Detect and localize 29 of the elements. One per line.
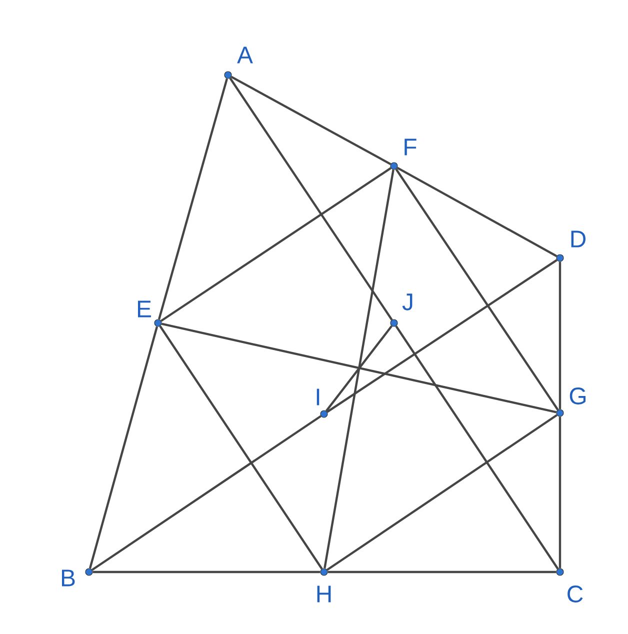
point-label: F	[404, 138, 416, 156]
line-segment	[88, 326, 158, 569]
point-label: D	[571, 230, 586, 248]
line-segment	[326, 259, 558, 413]
line-segment	[328, 570, 556, 574]
point-label: A	[237, 46, 253, 64]
line-segment	[395, 168, 559, 410]
point-label: E	[138, 300, 151, 318]
line-segment	[558, 416, 562, 568]
point-label: I	[316, 388, 320, 406]
point-label: H	[317, 586, 331, 602]
line-segment	[324, 170, 394, 568]
line-segment	[158, 78, 228, 320]
line-segment	[229, 78, 393, 320]
line-segment	[161, 322, 557, 414]
point-label: G	[570, 388, 586, 404]
line-segment	[558, 262, 562, 410]
line-segment	[396, 166, 558, 258]
line-segment	[230, 76, 392, 166]
line-segment	[92, 415, 322, 571]
line-segment	[92, 570, 320, 574]
line-segment	[159, 326, 323, 570]
point-label: C	[568, 586, 583, 602]
point-label: J	[402, 294, 412, 310]
line-segment	[160, 167, 392, 322]
line-segment	[326, 414, 558, 571]
line-segment	[395, 326, 559, 570]
point-label: B	[62, 570, 75, 586]
line-segment	[325, 325, 393, 412]
